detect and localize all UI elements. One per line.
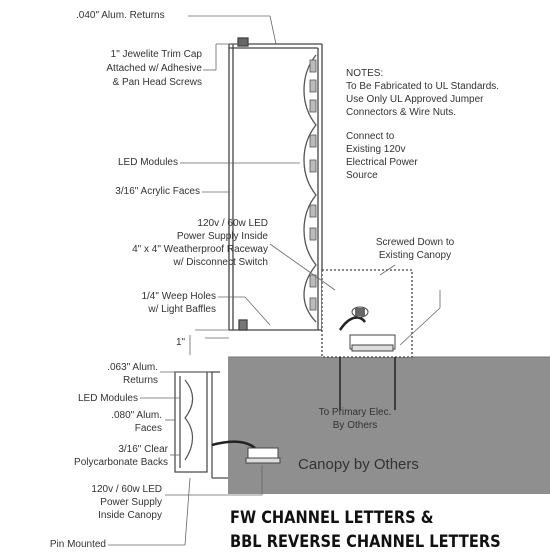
label-jewelite-line3: & Pan Head Screws: [112, 77, 203, 88]
notes-line7: Source: [346, 170, 378, 181]
bbl-channel-letter: [174, 371, 228, 479]
led-modules-top-shape: [303, 54, 317, 323]
title-line2: BBL REVERSE CHANNEL LETTERS: [230, 532, 501, 552]
notes-line1: To Be Fabricated to UL Standards.: [346, 81, 500, 92]
label-bottom-power-line1: 120v / 60w LED: [91, 484, 162, 495]
label-power-supply-line1: 120v / 60w LED: [197, 218, 268, 229]
label-jewelite-line1: 1" Jewelite Trim Cap: [110, 49, 202, 60]
label-polycarbonate-line2: Polycarbonate Backs: [74, 457, 168, 468]
label-dimension-1in: 1": [176, 337, 186, 348]
label-alum-080-line1: .080" Alum.: [111, 410, 162, 421]
label-led-modules-bottom: LED Modules: [77, 393, 138, 404]
led-module-blocks: [309, 59, 317, 311]
bottom-power-supply: [245, 447, 281, 464]
label-polycarbonate-line1: 3/16" Clear: [118, 444, 168, 455]
notes-line2: Use Only UL Approved Jumper: [346, 94, 484, 105]
label-pin-mounted: Pin Mounted: [49, 539, 106, 550]
label-alum-063-line1: .063" Alum.: [107, 362, 158, 373]
label-power-supply-line2: Power Supply Inside: [176, 231, 268, 242]
label-alum-returns-040: .040" Alum. Returns: [76, 10, 165, 21]
label-bottom-power-line2: Power Supply: [100, 497, 162, 508]
label-power-supply-line4: w/ Disconnect Switch: [173, 257, 268, 268]
title-line1: FW CHANNEL LETTERS &: [230, 508, 434, 528]
label-led-modules-top: LED Modules: [117, 157, 178, 168]
led-modules-bottom-shape: [184, 379, 194, 461]
label-alum-080-line2: Faces: [134, 423, 162, 434]
power-supply-wire: [338, 316, 367, 331]
label-screwed-down-line2: Existing Canopy: [378, 250, 452, 261]
label-acrylic-faces: 3/16" Acrylic Faces: [115, 186, 200, 197]
notes-line5: Existing 120v: [346, 144, 406, 155]
label-jewelite-line2: Attached w/ Adhesive: [106, 63, 202, 74]
notes-line4: Connect to: [346, 131, 395, 142]
disconnect-switch: [351, 306, 369, 318]
label-canopy-by-others: Canopy by Others: [298, 456, 419, 473]
label-primary-elec-line2: By Others: [332, 420, 378, 431]
canopy-block: [228, 357, 550, 494]
label-screwed-down-line1: Screwed Down to: [375, 237, 455, 248]
label-weep-holes-line1: 1/4" Weep Holes: [141, 291, 216, 302]
notes-line6: Electrical Power: [346, 157, 418, 168]
label-primary-elec-line1: To Primary Elec.: [318, 407, 392, 418]
notes-heading: NOTES:: [346, 68, 384, 79]
label-weep-holes-line2: w/ Light Baffles: [148, 304, 216, 315]
label-power-supply-line3: 4" x 4" Weatherproof Raceway: [132, 244, 268, 255]
fw-channel-letter: [228, 37, 323, 331]
label-bottom-power-line3: Inside Canopy: [98, 510, 162, 521]
leader-lines: [108, 15, 441, 546]
bottom-power-wire: [211, 440, 256, 450]
label-alum-063-line2: Returns: [122, 375, 158, 386]
raceway-power-supply: [349, 334, 396, 352]
mounting-screws: [339, 357, 396, 410]
notes-line3: Connectors & Wire Nuts.: [346, 107, 457, 118]
